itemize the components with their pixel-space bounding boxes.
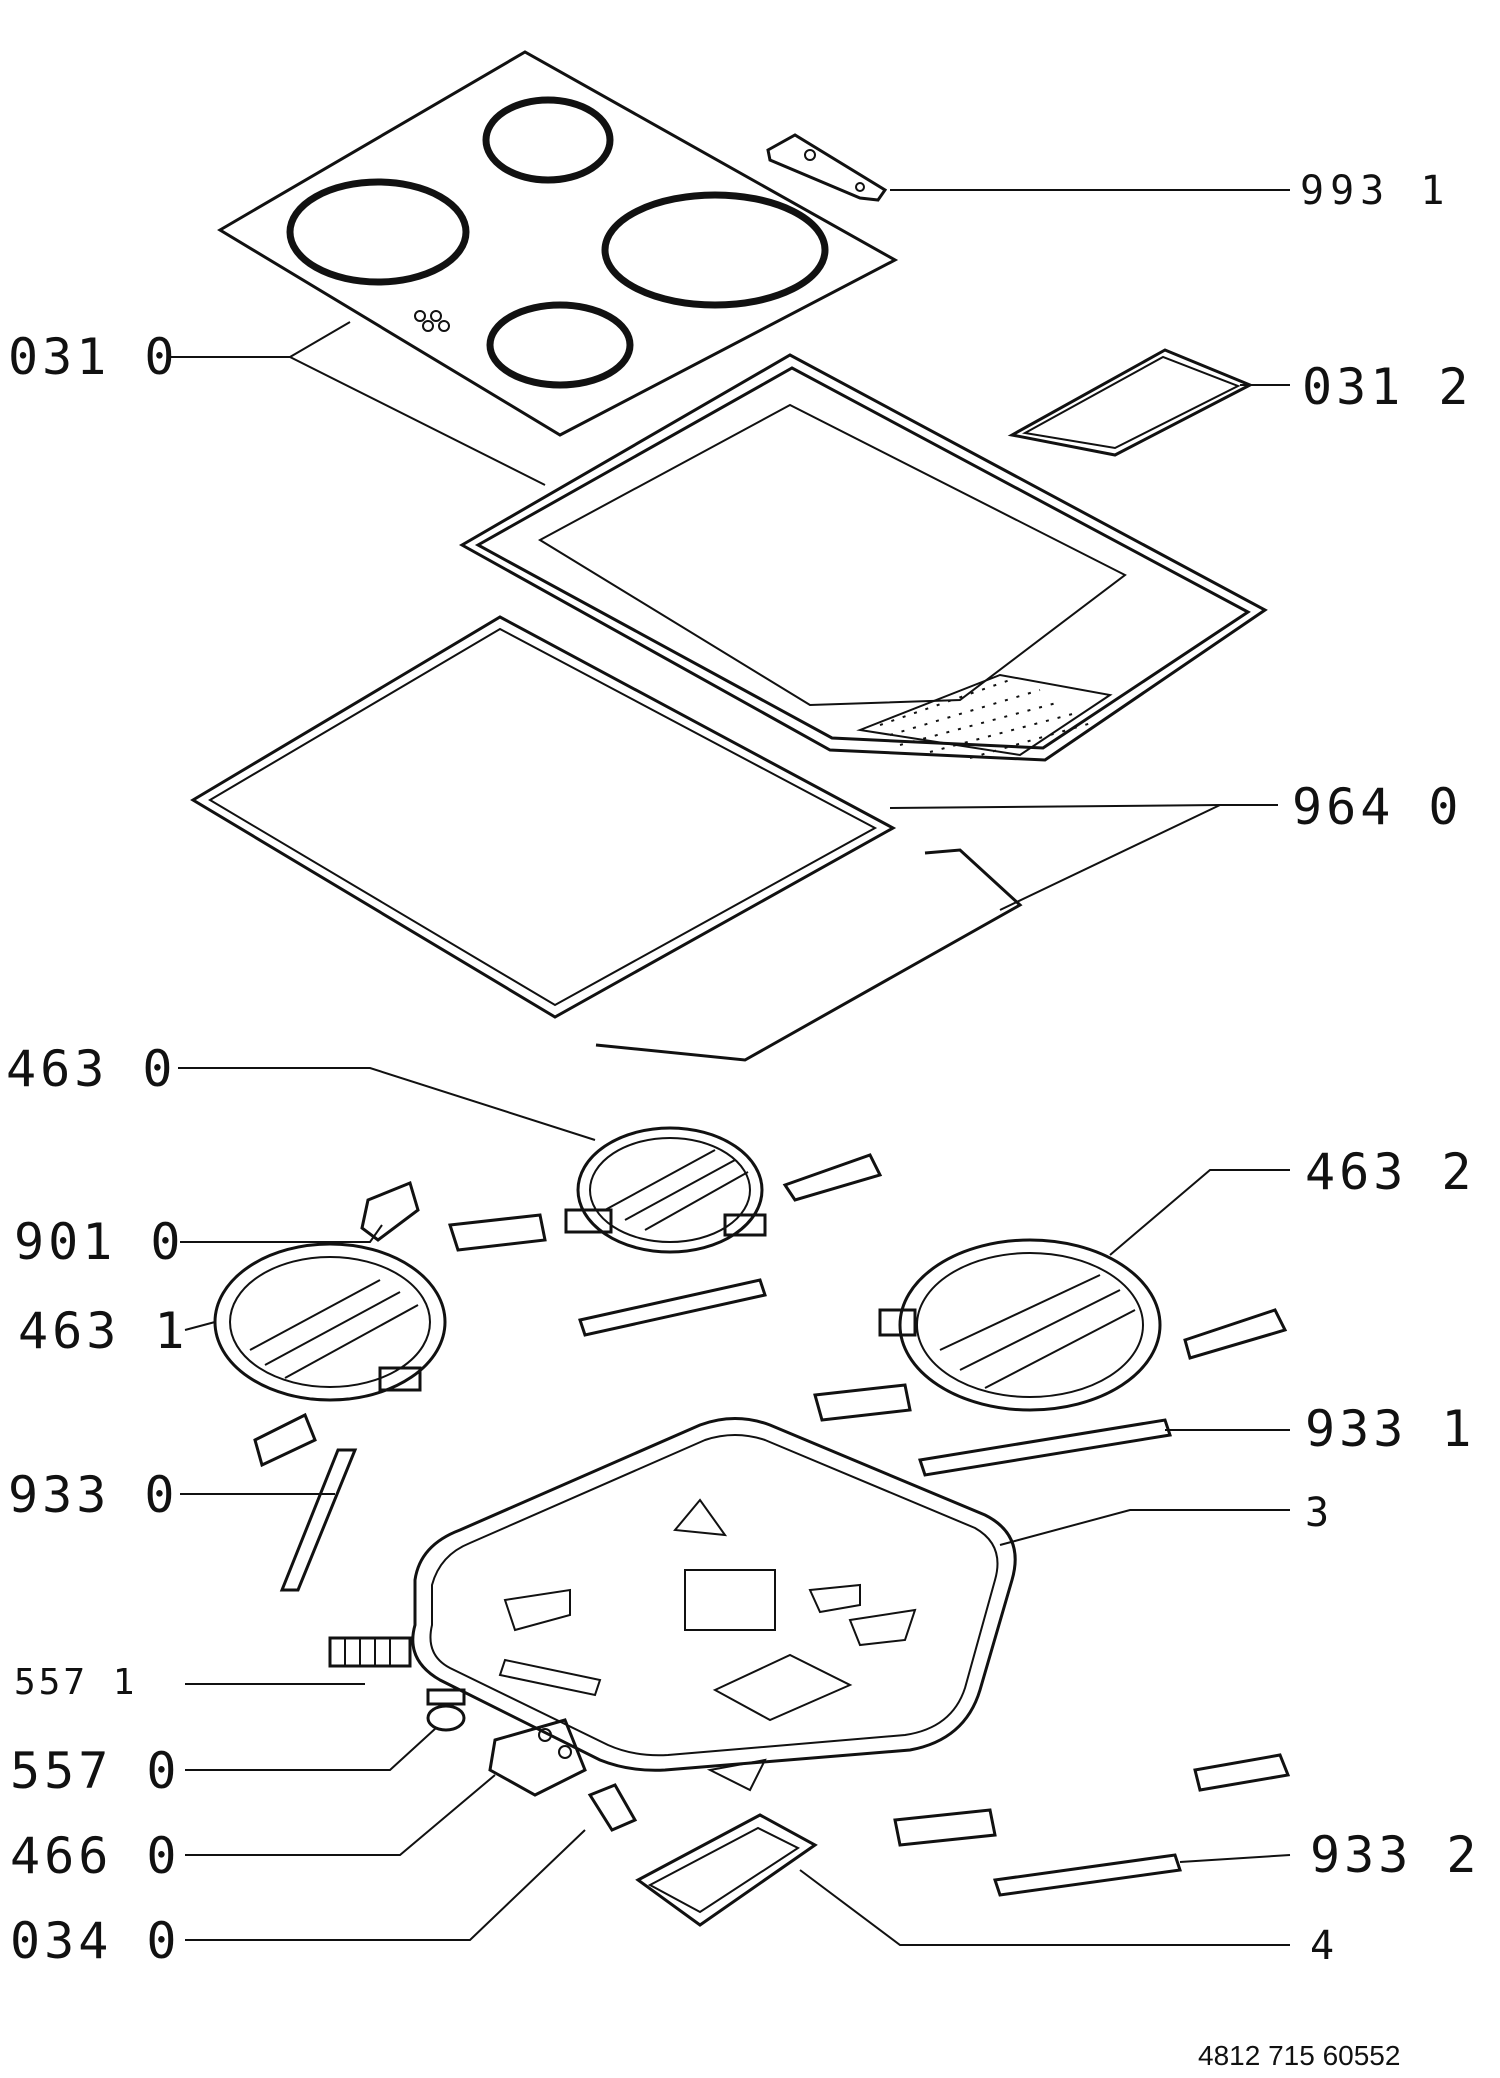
label-933-1: 933 1 bbox=[1305, 1400, 1476, 1458]
label-3: 3 bbox=[1305, 1490, 1336, 1536]
label-4: 4 bbox=[1310, 1923, 1341, 1969]
leader-lines bbox=[170, 189, 1291, 1946]
thermostat bbox=[426, 1688, 466, 1732]
label-031-0: 031 0 bbox=[8, 328, 179, 386]
label-463-2: 463 2 bbox=[1305, 1143, 1476, 1201]
label-463-0: 463 0 bbox=[6, 1040, 177, 1098]
terminal-block bbox=[328, 1636, 412, 1668]
label-933-0: 933 0 bbox=[8, 1466, 179, 1524]
heating-element-right bbox=[878, 1238, 1162, 1412]
heating-element-left bbox=[213, 1242, 447, 1402]
clip-933-2-lower bbox=[893, 1808, 997, 1847]
rail-933-0 bbox=[279, 1448, 358, 1592]
clip-463-2-right bbox=[1183, 1308, 1288, 1360]
switch-bracket bbox=[766, 133, 888, 202]
base-tray bbox=[411, 1417, 1017, 1792]
label-933-2: 933 2 bbox=[1310, 1826, 1481, 1884]
clip-463-0-left bbox=[448, 1213, 547, 1252]
bracket-901-0 bbox=[360, 1180, 420, 1242]
clip-933-2-upper bbox=[1193, 1753, 1291, 1792]
heating-element-center bbox=[564, 1126, 767, 1254]
perforated-area bbox=[879, 679, 1096, 759]
document-number: 4812 715 60552 bbox=[1198, 2040, 1401, 2071]
label-964-0: 964 0 bbox=[1292, 778, 1463, 836]
energy-regulator bbox=[488, 1718, 587, 1797]
ceramic-glass-hob bbox=[217, 50, 899, 437]
label-557-1: 557 1 bbox=[14, 1662, 138, 1703]
clip-463-1 bbox=[253, 1412, 317, 1468]
hob-frame bbox=[458, 353, 1268, 762]
label-557-0: 557 0 bbox=[10, 1742, 181, 1800]
clip-463-2-left bbox=[813, 1383, 912, 1422]
label-463-1: 463 1 bbox=[18, 1302, 189, 1360]
bracket-034-0 bbox=[587, 1783, 638, 1832]
label-901-0: 901 0 bbox=[14, 1213, 185, 1271]
small-glass-panel bbox=[1007, 348, 1254, 457]
cover-plate bbox=[635, 1813, 818, 1927]
label-031-2: 031 2 bbox=[1302, 358, 1473, 416]
label-034-0: 034 0 bbox=[10, 1912, 181, 1970]
rail-463-0 bbox=[578, 1278, 767, 1337]
rail-933-1 bbox=[918, 1418, 1172, 1477]
label-466-0: 466 0 bbox=[10, 1827, 181, 1885]
seal-strips bbox=[595, 848, 1023, 1062]
label-993-1: 993 1 bbox=[1300, 168, 1451, 214]
clip-463-0-right bbox=[782, 1153, 883, 1202]
rail-933-2 bbox=[993, 1853, 1182, 1897]
frame-seal bbox=[190, 615, 897, 1019]
